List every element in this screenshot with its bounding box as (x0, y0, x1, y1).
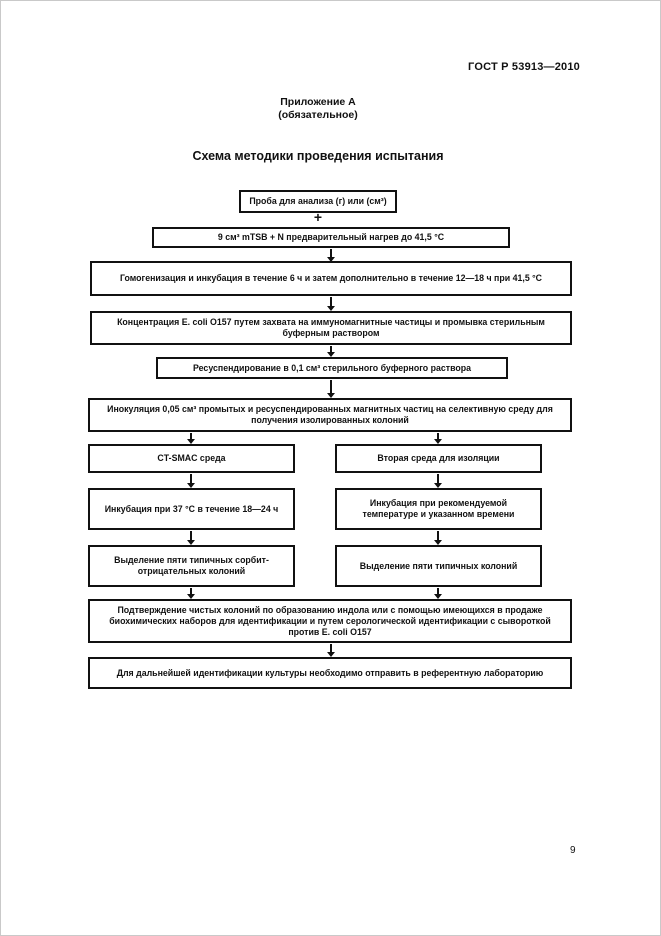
arrow-down-right-branch (434, 531, 442, 545)
arrow-down-right-branch (434, 433, 442, 444)
arrow-down-left-branch (187, 433, 195, 444)
flow-box-homogenization: Гомогенизация и инкубация в течение 6 ч … (90, 261, 572, 296)
flow-box-incubation-left: Инкубация при 37 °С в течение 18—24 ч (88, 488, 295, 530)
flow-box-ct-smac: CT-SMAC среда (88, 444, 295, 473)
arrow-down (327, 644, 335, 657)
arrow-down (327, 346, 335, 357)
arrow-down-right-branch (434, 588, 442, 599)
arrow-down (327, 249, 335, 262)
flow-box-inoculation: Инокуляция 0,05 см³ промытых и ресуспенд… (88, 398, 572, 432)
plus-sign: + (313, 209, 323, 225)
appendix-heading: Приложение А (обязательное) (0, 96, 636, 122)
standard-number-header: ГОСТ Р 53913—2010 (468, 61, 580, 73)
page-title: Схема методики проведения испытания (192, 149, 444, 163)
flow-box-isolation-left: Выделение пяти типичных сорбит-отрицател… (88, 545, 295, 587)
flow-box-reference-lab: Для дальнейшей идентификации культуры не… (88, 657, 572, 689)
flow-box-resuspension: Ресуспендирование в 0,1 см³ стерильного … (156, 357, 508, 379)
arrow-down (327, 297, 335, 311)
flow-box-incubation-right: Инкубация при рекомендуемой температуре … (335, 488, 542, 530)
flow-box-mtsb: 9 см³ mTSB + N предварительный нагрев до… (152, 227, 510, 248)
arrow-down-left-branch (187, 474, 195, 488)
flow-box-sample: Проба для анализа (г) или (см³) (239, 190, 397, 213)
page-number: 9 (570, 845, 576, 856)
flow-box-concentration: Концентрация E. coli O157 путем захвата … (90, 311, 572, 345)
flow-box-confirmation: Подтверждение чистых колоний по образова… (88, 599, 572, 643)
arrow-down-right-branch (434, 474, 442, 488)
appendix-subtitle: (обязательное) (278, 109, 358, 121)
arrow-down-left-branch (187, 588, 195, 599)
arrow-down (327, 380, 335, 398)
appendix-title: Приложение А (280, 96, 356, 108)
arrow-down-left-branch (187, 531, 195, 545)
flow-box-isolation-right: Выделение пяти типичных колоний (335, 545, 542, 587)
flow-box-second-medium: Вторая среда для изоляции (335, 444, 542, 473)
